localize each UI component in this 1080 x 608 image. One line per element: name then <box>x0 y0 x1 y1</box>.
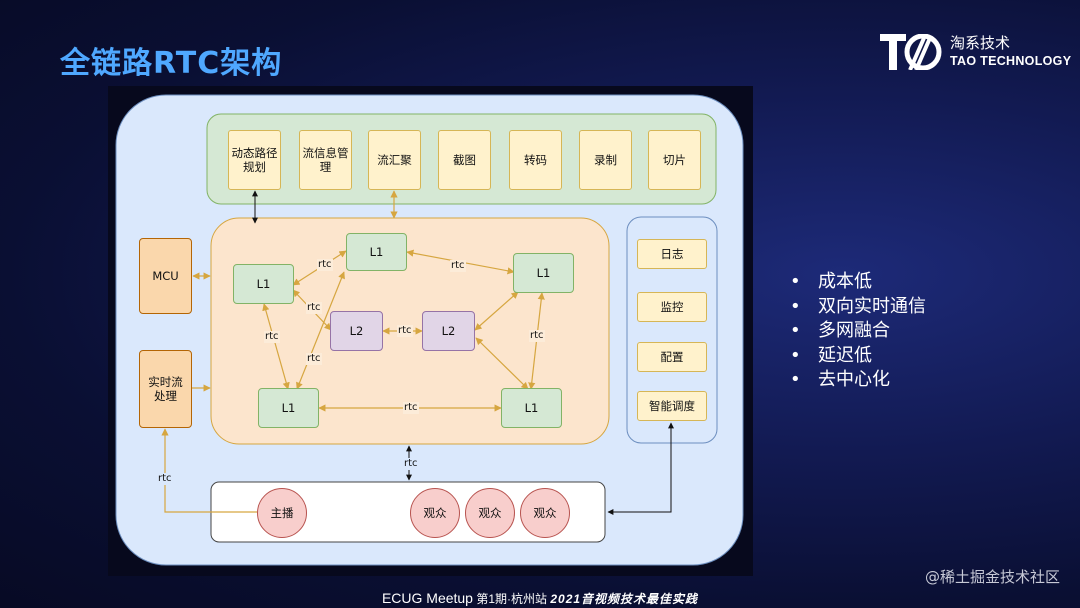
footer-event: ECUG Meetup <box>381 590 473 606</box>
service-stream-aggregation: 流汇聚 <box>368 130 421 190</box>
edge-l1bottomleft-l1top <box>296 271 345 390</box>
service-slice: 切片 <box>648 130 701 190</box>
footer-session: 第1期·杭州站 <box>476 592 547 606</box>
service-stream-info: 流信息管理 <box>299 130 352 190</box>
l1-node-bottom-left: L1 <box>258 388 319 428</box>
rtc-edge-label: rtc <box>403 402 419 414</box>
viewer-node: 观众 <box>465 488 515 538</box>
feature-list: • 成本低 • 双向实时通信 • 多网融合 • 延迟低 • 去中心化 <box>790 270 926 393</box>
feature-text: 去中心化 <box>818 369 890 390</box>
viewer-node: 观众 <box>520 488 570 538</box>
footer: ECUG Meetup 第1期·杭州站 2021音视频技术最佳实践 <box>0 590 1080 607</box>
l1-node-top: L1 <box>346 233 407 271</box>
tao-logo-mark-icon <box>880 34 942 70</box>
rtc-edge-label: rtc <box>317 259 333 271</box>
logo-english-text: TAO TECHNOLOGY <box>950 54 1072 68</box>
edge-l2right-l1right <box>474 291 519 331</box>
feature-item: • 延迟低 <box>790 344 926 369</box>
l2-node-right: L2 <box>422 311 475 351</box>
footer-tagline: 2021音视频技术最佳实践 <box>550 592 699 606</box>
l1-node-bottom-right: L1 <box>501 388 562 428</box>
l2-node-left: L2 <box>330 311 383 351</box>
rtc-edge-label: rtc <box>306 353 322 365</box>
tao-technology-logo: 淘系技术 TAO TECHNOLOGY <box>880 32 1075 72</box>
ops-monitor: 监控 <box>637 292 707 322</box>
watermark: @稀土掘金技术社区 <box>924 568 1060 586</box>
feature-text: 成本低 <box>818 271 872 292</box>
bullet-marker: • <box>790 344 801 366</box>
arrow-host-realtime <box>161 428 257 513</box>
rtc-edge-label: rtc <box>397 325 413 337</box>
host-node: 主播 <box>257 488 307 538</box>
viewer-node: 观众 <box>410 488 460 538</box>
realtime-processing-node: 实时流处理 <box>139 350 192 428</box>
l1-node-right: L1 <box>513 253 574 293</box>
rtc-edge-label: rtc <box>157 473 173 485</box>
bullet-marker: • <box>790 369 801 390</box>
feature-item: • 去中心化 <box>790 368 926 393</box>
bullet-marker: • <box>790 320 801 341</box>
mcu-node: MCU <box>139 238 192 314</box>
edge-l2right-l1bottomright <box>475 337 529 390</box>
rtc-edge-label: rtc <box>450 260 466 272</box>
bullet-marker: • <box>790 295 801 317</box>
service-path-planning: 动态路径规划 <box>228 130 281 190</box>
rtc-edge-label: rtc <box>403 458 419 470</box>
feature-text: 多网融合 <box>818 320 890 341</box>
arrow-clients-scheduler <box>607 422 674 515</box>
service-record: 录制 <box>579 130 632 190</box>
feature-item: • 成本低 <box>790 270 926 295</box>
ops-log: 日志 <box>637 239 707 269</box>
edge-l1left-l1bottomleft <box>262 303 290 390</box>
logo-chinese-text: 淘系技术 <box>950 34 1011 52</box>
ops-scheduler: 智能调度 <box>637 391 707 421</box>
feature-text: 双向实时通信 <box>818 295 926 317</box>
feature-item: • 多网融合 <box>790 319 926 344</box>
l1-node-left: L1 <box>233 264 294 304</box>
bullet-marker: • <box>790 271 801 292</box>
feature-item: • 双向实时通信 <box>790 295 926 320</box>
rtc-edge-label: rtc <box>264 331 280 343</box>
service-transcode: 转码 <box>509 130 562 190</box>
slide-title: 全链路RTC架构 <box>60 46 283 81</box>
rtc-edge-label: rtc <box>306 302 322 314</box>
service-screenshot: 截图 <box>438 130 491 190</box>
ops-config: 配置 <box>637 342 707 372</box>
feature-text: 延迟低 <box>818 344 872 366</box>
rtc-edge-label: rtc <box>529 330 545 342</box>
